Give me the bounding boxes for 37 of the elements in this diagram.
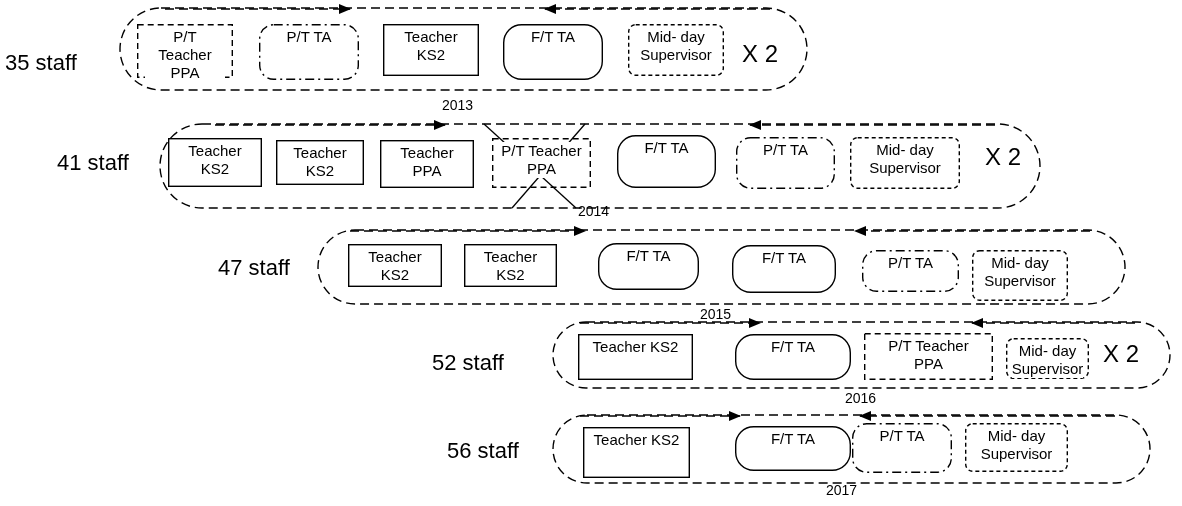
staff-role-box: P/T Teacher PPA xyxy=(492,138,591,188)
staff-count-label: 56 staff xyxy=(447,438,519,464)
staff-role-box: Mid- day Supervisor xyxy=(972,250,1068,301)
staff-role-box: P/T TA xyxy=(736,137,835,189)
multiplier-label: X 2 xyxy=(1103,340,1140,368)
staff-role-box: Mid- day Supervisor xyxy=(1006,338,1089,379)
staff-role-box: Mid- day Supervisor xyxy=(965,423,1068,472)
staff-role-box: Mid- day Supervisor xyxy=(850,137,960,189)
staff-count-label: 41 staff xyxy=(57,150,129,176)
year-label: 2017 xyxy=(826,482,858,498)
staff-role-box: F/T TA xyxy=(735,426,851,471)
year-label: 2015 xyxy=(700,306,732,322)
staff-role-box: Teacher KS2 xyxy=(383,24,479,76)
staff-role-box: P/T TA xyxy=(852,423,952,473)
staff-count-label: 52 staff xyxy=(432,350,504,376)
staff-role-box: F/T TA xyxy=(598,243,699,290)
staff-role-box: Teacher KS2 xyxy=(583,427,690,478)
staff-role-box: Teacher KS2 xyxy=(348,244,442,287)
staff-role-box: Teacher KS2 xyxy=(578,334,693,380)
staff-role-box: Teacher PPA xyxy=(380,140,474,188)
staff-count-label: 47 staff xyxy=(218,255,290,281)
staff-role-box: F/T TA xyxy=(732,245,836,293)
multiplier-label: X 2 xyxy=(742,40,779,68)
staff-role-box: Teacher KS2 xyxy=(276,140,364,185)
staff-role-box: P/T Teacher PPA xyxy=(864,333,993,380)
year-label: 2013 xyxy=(442,97,474,113)
multiplier-label: X 2 xyxy=(985,143,1022,171)
staff-role-box: F/T TA xyxy=(503,24,603,80)
staff-role-box: Teacher KS2 xyxy=(464,244,557,287)
staff-role-box: P/T TA xyxy=(862,250,959,292)
staff-role-box: P/T TA xyxy=(259,24,359,80)
staff-role-box: F/T TA xyxy=(617,135,716,188)
staff-count-label: 35 staff xyxy=(5,50,77,76)
staff-role-box: Mid- day Supervisor xyxy=(628,24,724,76)
year-label: 2016 xyxy=(845,390,877,406)
staff-role-box: Teacher KS2 xyxy=(168,138,262,187)
staff-role-box: F/T TA xyxy=(735,334,851,380)
